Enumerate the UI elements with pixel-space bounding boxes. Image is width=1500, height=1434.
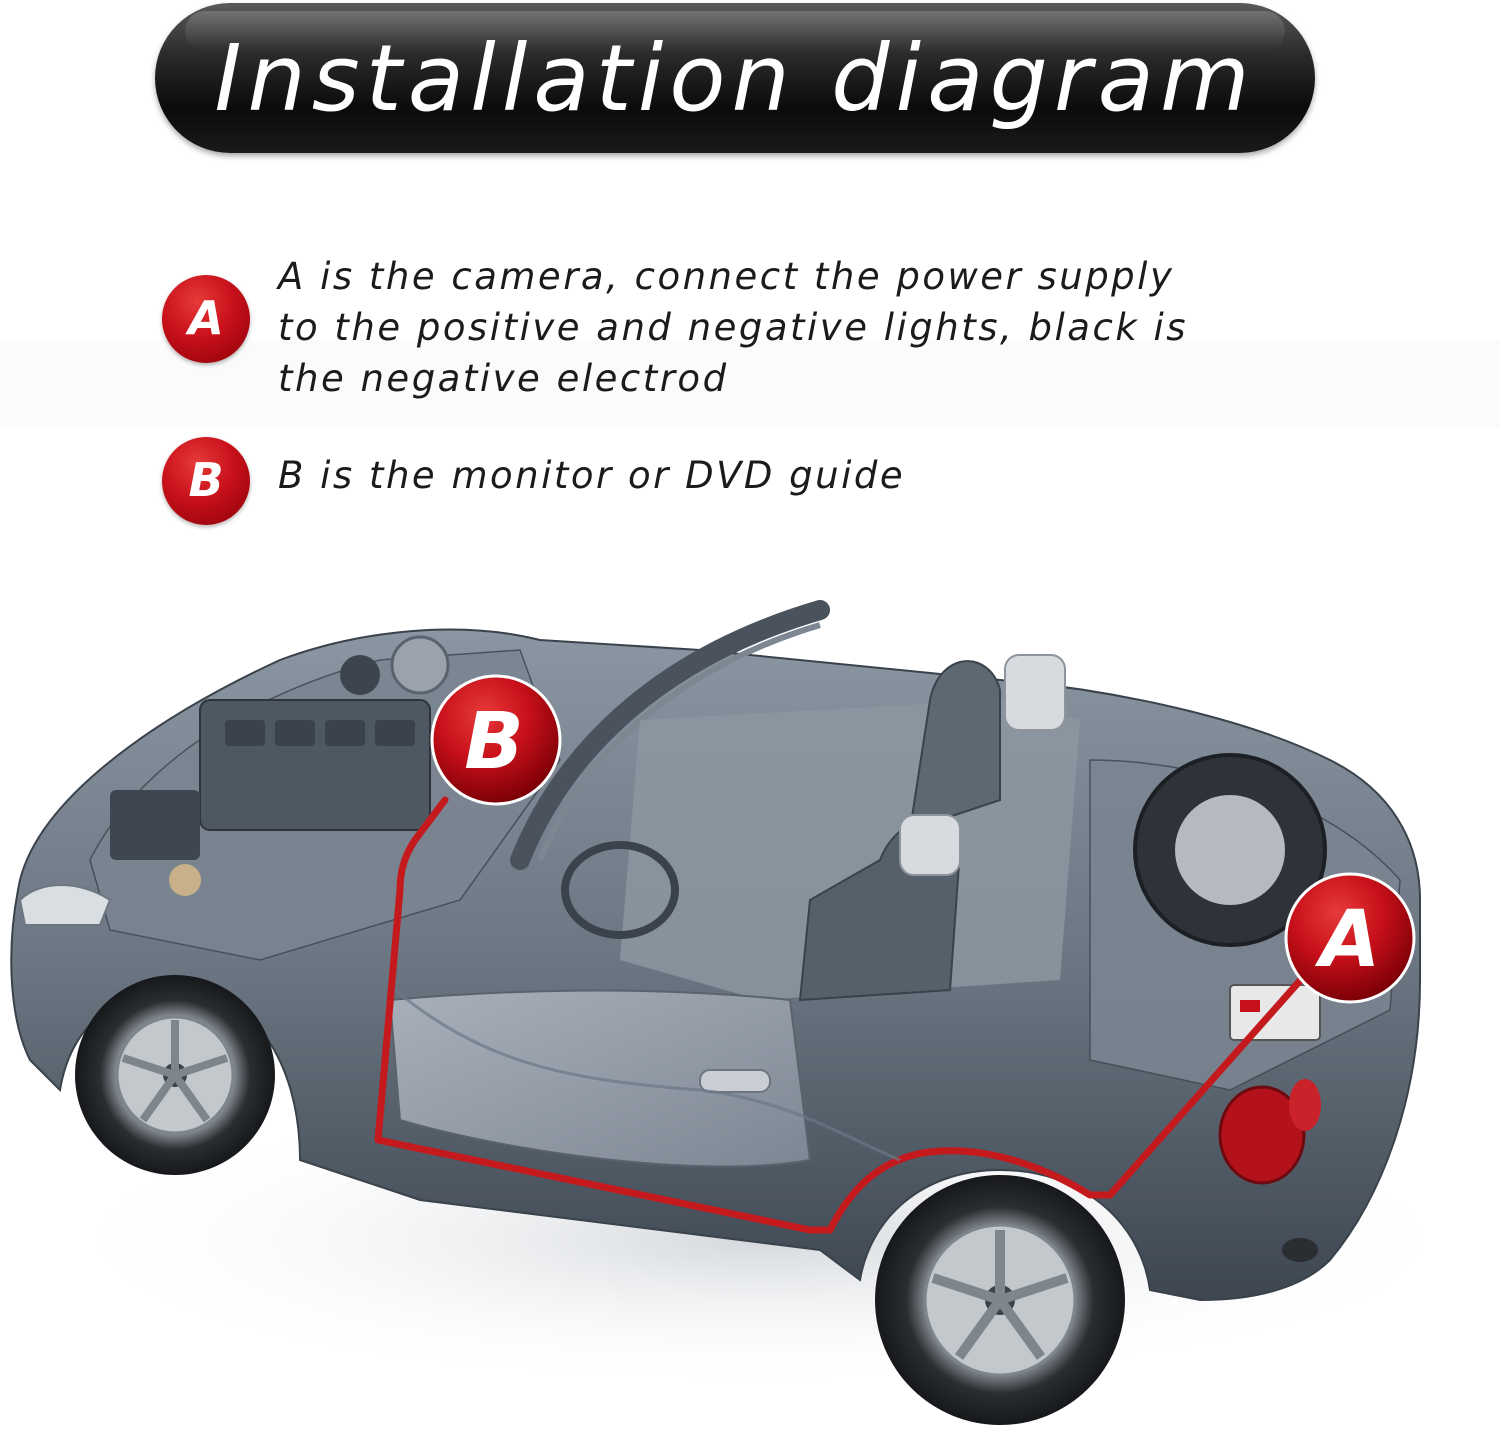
door-handle bbox=[699, 1069, 771, 1093]
marker-a-label: A bbox=[1314, 895, 1380, 985]
marker-a: A bbox=[1284, 872, 1416, 1004]
windshield-frame bbox=[510, 600, 830, 870]
car-cutaway-illustration: B A bbox=[10, 600, 1480, 1425]
legend-a-line-2: to the positive and negative lights, bla… bbox=[278, 306, 1189, 349]
exhaust bbox=[1282, 1238, 1318, 1262]
marker-b-label: B bbox=[464, 697, 523, 787]
legend-badge-a-letter: A bbox=[188, 291, 224, 345]
title-banner: Installation diagram bbox=[155, 3, 1315, 153]
seat-rear bbox=[908, 660, 1001, 832]
headlight bbox=[18, 884, 112, 926]
headrest-2 bbox=[1004, 654, 1066, 731]
steering-wheel bbox=[561, 841, 679, 939]
rear-wheel bbox=[875, 1175, 1125, 1425]
legend-a-line-1: A is the camera, connect the power suppl… bbox=[278, 255, 1175, 298]
legend-band bbox=[0, 340, 1500, 428]
wire-route bbox=[374, 796, 1309, 1234]
tail-light bbox=[1218, 1085, 1306, 1185]
legend-item-b-text: B is the monitor or DVD guide bbox=[278, 450, 905, 501]
legend-badge-b: B bbox=[162, 437, 250, 525]
legend-a-line-3: the negative electrod bbox=[278, 357, 729, 400]
legend-b-line-1: B is the monitor or DVD guide bbox=[278, 454, 906, 497]
legend-badge-b-letter: B bbox=[188, 453, 224, 507]
page-title: Installation diagram bbox=[214, 24, 1256, 132]
headrest-1 bbox=[899, 814, 961, 876]
engine-block bbox=[199, 699, 431, 831]
legend-badge-a: A bbox=[162, 275, 250, 363]
marker-b: B bbox=[430, 674, 562, 806]
front-wheel bbox=[75, 975, 275, 1175]
legend-item-a-text: A is the camera, connect the power suppl… bbox=[278, 251, 1188, 404]
